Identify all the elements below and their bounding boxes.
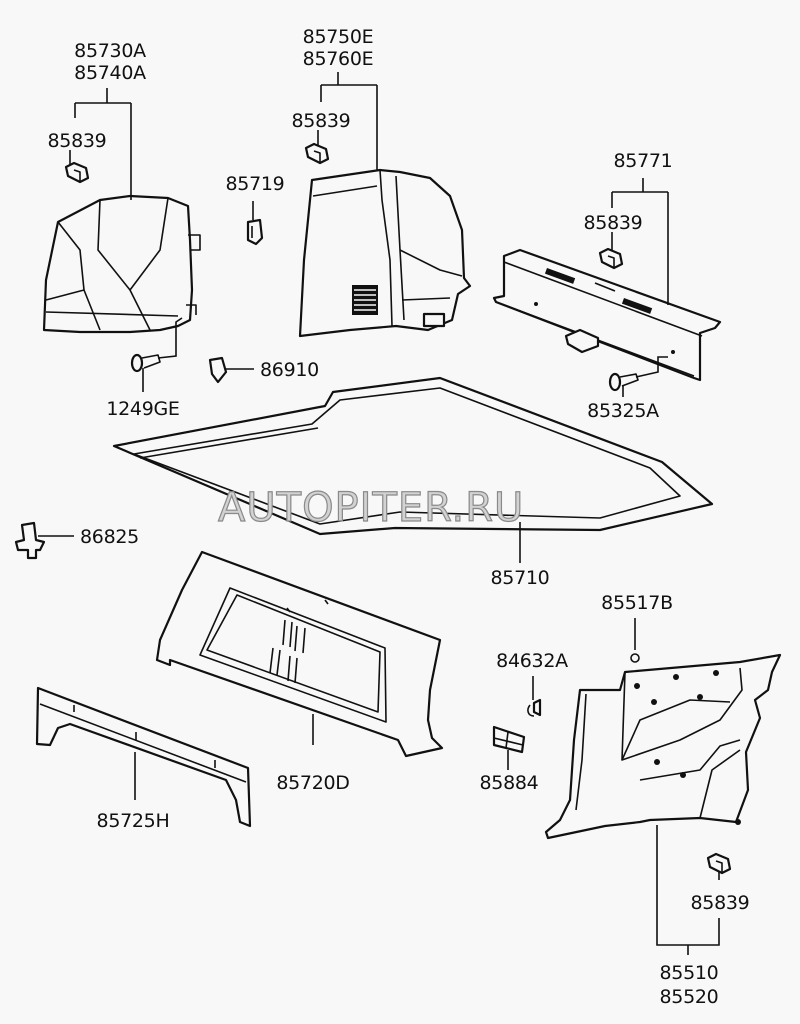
part-85730A-trim[interactable] <box>42 194 201 334</box>
label-86910: 86910 <box>260 359 319 381</box>
clip-85839-icon[interactable] <box>304 142 330 165</box>
part-85710-floor-mat[interactable] <box>112 376 714 536</box>
part-85750E-trim[interactable] <box>298 168 472 338</box>
clip-84632A-icon[interactable] <box>527 676 542 717</box>
label-85720D: 85720D <box>276 772 350 794</box>
label-85839: 85839 <box>291 110 351 132</box>
screw-85325A-icon[interactable] <box>608 356 668 397</box>
clip-85839-icon[interactable] <box>64 161 90 184</box>
label-85730A: 85730A <box>74 40 146 62</box>
label-85839: 85839 <box>47 130 107 152</box>
bracket-85884-icon[interactable] <box>492 725 526 770</box>
part-85720D-panel[interactable] <box>155 550 444 758</box>
label-85750E: 85750E <box>302 26 374 48</box>
label-85740A: 85740A <box>74 62 146 84</box>
clip-85719-icon[interactable] <box>246 201 264 246</box>
label-85725H: 85725H <box>96 810 170 832</box>
clip-85839-icon[interactable] <box>706 852 732 875</box>
label-85510: 85510 <box>659 962 719 984</box>
part-85510-trim[interactable] <box>544 653 782 840</box>
label-85520: 85520 <box>659 986 719 1008</box>
label-85760E: 85760E <box>302 48 374 70</box>
label-85839: 85839 <box>583 212 643 234</box>
part-85771-rail[interactable] <box>492 248 722 382</box>
label-85884: 85884 <box>479 772 539 794</box>
label-86825: 86825 <box>80 526 139 548</box>
label-85771: 85771 <box>613 150 673 172</box>
label-85719: 85719 <box>225 173 285 195</box>
watermark: AUTOPITER.RU <box>217 484 525 531</box>
label-85839: 85839 <box>690 892 750 914</box>
clip-86910-icon[interactable] <box>208 356 254 384</box>
label-1249GE: 1249GE <box>106 398 180 420</box>
grommet-85517B-icon[interactable] <box>630 618 640 663</box>
clip-85839-icon[interactable] <box>598 247 624 270</box>
label-85517B: 85517B <box>601 592 673 614</box>
label-85325A: 85325A <box>587 400 659 422</box>
label-84632A: 84632A <box>496 650 568 672</box>
label-85710: 85710 <box>490 567 550 589</box>
screw-1249GE-icon[interactable] <box>130 317 183 392</box>
part-85725H-molding[interactable] <box>35 686 252 828</box>
clip-86825-icon[interactable] <box>14 521 74 560</box>
